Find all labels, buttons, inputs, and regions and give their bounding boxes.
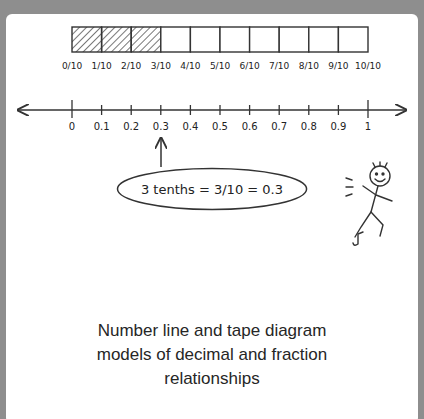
tape-cell: [220, 27, 250, 52]
motion-lines: [346, 178, 353, 196]
fraction-label: 6/10: [239, 62, 259, 72]
tick-mark: [190, 105, 191, 115]
music-note: [353, 232, 363, 245]
decimal-label: 0.4: [182, 121, 198, 132]
speech-bubble: 3 tenths = 3/10 = 0.3: [116, 167, 308, 211]
tape-cell: [72, 27, 102, 52]
figure-smile: [375, 179, 385, 182]
decimal-label: 0.3: [153, 121, 169, 132]
tick-mark: [279, 105, 280, 115]
stick-figure: [346, 162, 392, 245]
fraction-label: 0/10: [62, 62, 82, 72]
decimal-label: 0.6: [242, 121, 258, 132]
fraction-label: 7/10: [269, 62, 289, 72]
tick-mark: [219, 105, 220, 115]
tick-mark: [101, 105, 102, 115]
fraction-label: 9/10: [328, 62, 348, 72]
tick-mark: [249, 105, 250, 115]
fraction-label: 8/10: [299, 62, 319, 72]
figure-hair: [373, 162, 387, 167]
tick-mark: [308, 105, 309, 115]
tape-cell: [161, 27, 191, 52]
figure-head: [370, 166, 390, 186]
tape-cell: [338, 27, 368, 52]
decimal-label: 0.9: [330, 121, 346, 132]
fraction-label: 5/10: [210, 62, 230, 72]
figure-body: [371, 186, 378, 212]
tick-mark: [160, 105, 161, 115]
decimal-label: 0.2: [123, 121, 139, 132]
tape-cell: [131, 27, 161, 52]
tick-mark: [367, 100, 368, 118]
fraction-label: 4/10: [180, 62, 200, 72]
tape-cell: [279, 27, 309, 52]
tape-cell: [309, 27, 339, 52]
decimal-label: 0: [69, 121, 75, 132]
decimal-label: 1: [365, 121, 371, 132]
pointer-arrow: [160, 138, 162, 167]
fraction-label: 10/10: [355, 62, 381, 72]
caption: Number line and tape diagram models of d…: [72, 319, 352, 390]
figure-eye: [382, 173, 384, 175]
number-line-axis: [18, 109, 406, 111]
tick-mark: [71, 100, 72, 118]
tape-cell: [102, 27, 132, 52]
bubble-ellipse: [117, 169, 306, 210]
figure-eye: [376, 173, 378, 175]
decimal-label: 0.8: [301, 121, 317, 132]
tape-cell: [190, 27, 220, 52]
figure-arms: [363, 186, 392, 201]
number-line: [18, 100, 406, 118]
tape-cell: [250, 27, 280, 52]
decimal-label: 0.5: [212, 121, 228, 132]
tick-mark: [131, 105, 132, 115]
fraction-label: 2/10: [121, 62, 141, 72]
decimal-label: 0.1: [94, 121, 110, 132]
tape-diagram: [72, 27, 368, 52]
tick-mark: [338, 105, 339, 115]
fraction-label: 3/10: [151, 62, 171, 72]
fraction-label: 1/10: [91, 62, 111, 72]
bubble-text: 3 tenths = 3/10 = 0.3: [141, 182, 283, 197]
decimal-label: 0.7: [271, 121, 287, 132]
